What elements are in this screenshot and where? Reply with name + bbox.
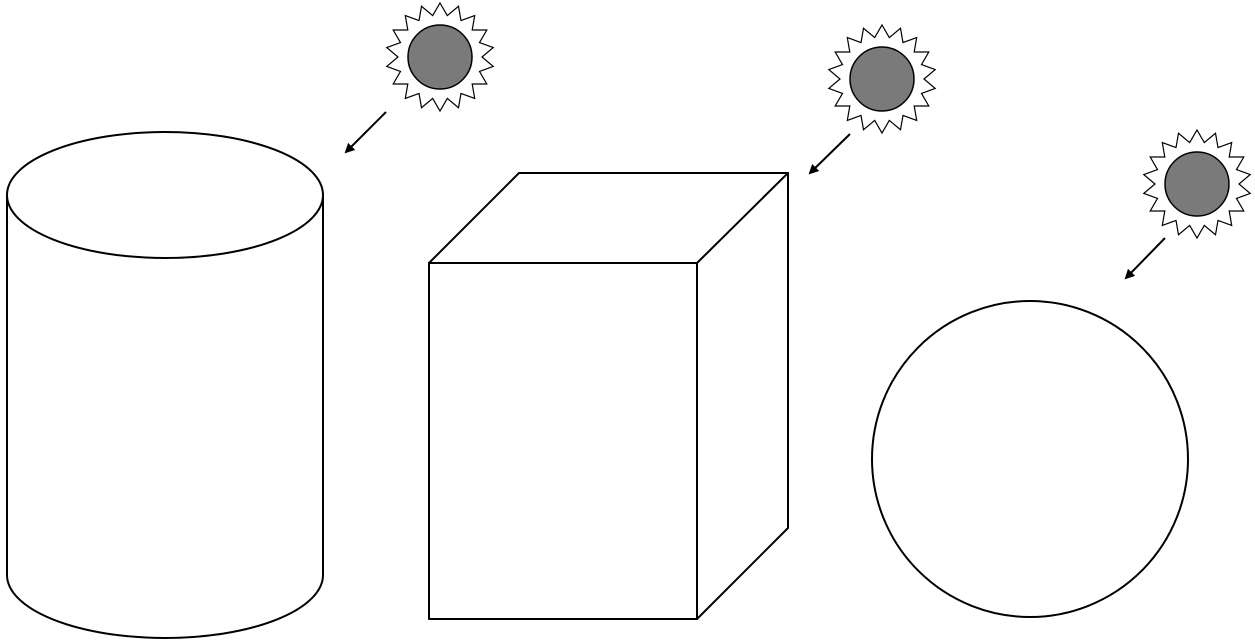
- sphere-outline: [872, 301, 1188, 617]
- light-direction-arrow-icon: [1126, 238, 1165, 278]
- sun-icon: [1126, 130, 1250, 278]
- light-sources: [346, 3, 1250, 278]
- cube-front-face: [429, 263, 697, 619]
- cylinder-icon: [7, 132, 323, 638]
- sun-disc: [408, 25, 472, 89]
- sphere-icon: [872, 301, 1188, 617]
- cube-icon: [429, 173, 788, 619]
- light-direction-arrow-icon: [810, 134, 850, 173]
- sun-disc: [850, 47, 914, 111]
- sun-icon: [346, 3, 493, 152]
- cube-side-face: [697, 173, 788, 619]
- sun-icon: [810, 25, 935, 173]
- light-direction-arrow-icon: [346, 112, 386, 152]
- cube-top-face: [429, 173, 788, 263]
- cylinder-bottom: [7, 575, 323, 638]
- cylinder-top: [7, 132, 323, 258]
- sun-disc: [1165, 152, 1229, 216]
